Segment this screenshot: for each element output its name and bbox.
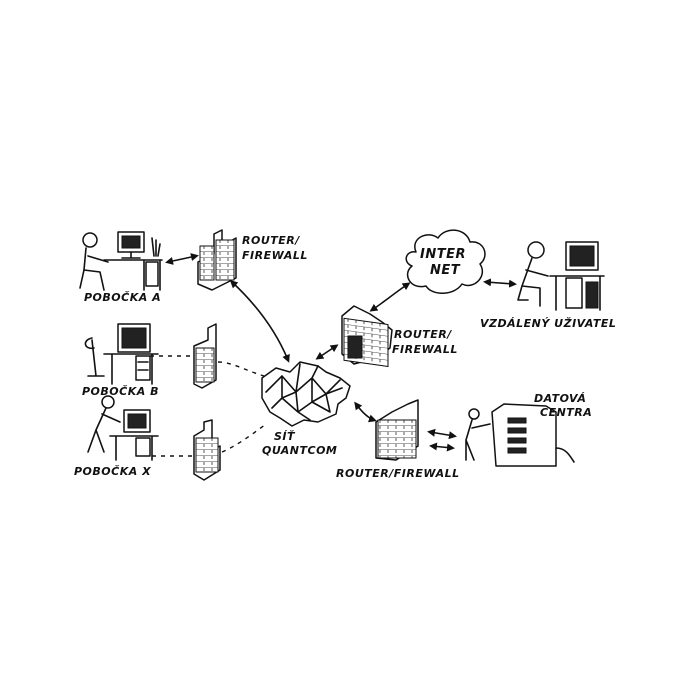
firewall-icon [341,305,393,368]
person-standing-icon [465,408,491,461]
remote-user-workstation: VZDÁLENÝ UŽIVATEL [480,241,616,330]
datacenter: DATOVÁ CENTRA [465,392,592,467]
arrow-network-to-router [315,344,339,360]
arrow-network-to-dc-firewall [354,401,377,423]
router-firewall-top-label-1: ROUTER/ [242,234,300,247]
pobocka-x-label: POBOČKA X [74,464,151,478]
datacenter-label-2: CENTRA [540,406,592,419]
czech-map-icon [261,361,351,427]
arrow-datacenter-to-firewall [429,442,455,452]
internet-label-2: NET [430,263,461,278]
firewall-icon [193,419,221,481]
person-at-desk-icon [79,231,163,291]
arrow-firewall-to-network [229,279,290,363]
firewall-icon [193,323,217,389]
pobocka-x-workstation: POBOČKA X [74,395,159,478]
network-label-1: SÍŤ [274,429,296,443]
network-label-2: QUANTCOM [262,444,337,457]
arrow-internet-to-router [369,282,411,312]
pobocka-a-workstation: POBOČKA A [79,231,163,304]
firewall-icon [197,229,237,291]
pobocka-b-workstation: POBOČKA B [82,323,159,398]
remote-user-label: VZDÁLENÝ UŽIVATEL [480,316,616,330]
person-at-desk-icon [87,395,159,461]
arrow-branch-a-to-firewall [165,253,199,265]
arrow-firewall-to-datacenter [427,428,457,440]
arrow-internet-to-remote-user [483,278,517,288]
router-firewall-top-label-2: FIREWALL [242,249,308,262]
cloud-icon [405,229,486,294]
pobocka-a-label: POBOČKA A [84,290,161,304]
router-firewall-mid-label-1: ROUTER/ [394,328,452,341]
server-rack-icon [491,403,575,467]
person-at-desk-icon [84,323,159,385]
router-firewall-mid-label-2: FIREWALL [392,343,458,356]
internet-label-1: INTER [420,247,466,262]
datacenter-label-1: DATOVÁ [534,392,586,405]
person-at-desk-icon [517,241,605,311]
link-b-firewall-to-network [217,361,265,377]
pobocka-b-label: POBOČKA B [82,384,159,398]
router-firewall-bottom-label: ROUTER/FIREWALL [336,467,460,480]
firewall-icon [375,399,419,461]
link-x-firewall-to-network [221,423,267,453]
